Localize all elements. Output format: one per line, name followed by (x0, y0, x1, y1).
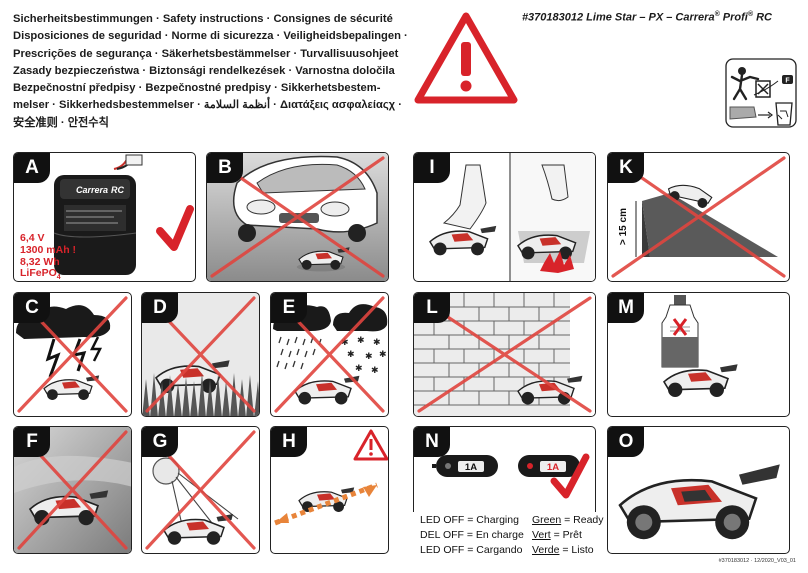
panel-e: E ✱✱✱ ✱✱✱ ✱✱ (270, 292, 389, 417)
panel-k: K > 15 cm (607, 152, 790, 282)
collision-warning-illustration (274, 429, 388, 526)
title-line: Prescrições de segurança · Säkerhetsbest… (13, 47, 399, 60)
charger-label-ready: 1A (547, 462, 559, 473)
charger-illustration: 1A 1A (432, 453, 590, 499)
svg-text:Carrera: Carrera (76, 185, 108, 195)
svg-text:✱: ✱ (371, 366, 379, 376)
panel-d: D (141, 292, 260, 417)
panel-letter: H (271, 427, 307, 457)
svg-text:✱: ✱ (365, 352, 373, 362)
chemical-bottle-illustration (661, 295, 738, 397)
panel-b: B (206, 152, 389, 282)
panel-h: H (270, 426, 389, 554)
svg-text:✱: ✱ (373, 338, 381, 348)
height-label: > 15 cm (618, 208, 629, 245)
panel-letter: O (608, 427, 644, 457)
panel-letter: B (207, 153, 243, 183)
title-line: Disposiciones de seguridad · Norme di si… (13, 30, 408, 43)
panel-letter: I (414, 153, 450, 183)
svg-text:✱: ✱ (355, 364, 363, 374)
charger-label-off: 1A (465, 462, 477, 473)
title-line: Sicherheitsbestimmungen · Safety instruc… (13, 13, 393, 25)
battery-capacity: 1300 mAh ! (20, 243, 77, 256)
safety-title-block: Sicherheitsbestimmungen · Safety instruc… (13, 11, 408, 132)
disposal-icon: F (725, 58, 797, 128)
panel-c: C (13, 292, 132, 417)
rc-car-illustration (618, 464, 780, 540)
warning-triangle-icon (414, 12, 518, 104)
model-title: #370183012 Lime Star – PX – Carrera® Pro… (521, 11, 772, 24)
battery-illustration: Carrera RC (53, 154, 194, 275)
panel-o: O (607, 426, 790, 554)
panel-g: G (141, 426, 260, 554)
panel-letter: G (142, 427, 178, 457)
panel-m: M (607, 292, 790, 417)
panel-letter: L (414, 293, 450, 323)
panel-letter: N (414, 427, 450, 457)
panel-letter: E (271, 293, 307, 323)
panel-letter: K (608, 153, 644, 183)
svg-text:✱: ✱ (347, 350, 355, 360)
panel-letter: A (14, 153, 50, 183)
hand-holding-car-illustration (429, 153, 595, 281)
panel-letter: D (142, 293, 178, 323)
panel-f: F (13, 426, 132, 554)
battery-voltage: 6,4 V (20, 232, 45, 244)
title-line: Bezpečnostní předpisy · Bezpečnostné pre… (13, 82, 381, 95)
panel-i: I (413, 152, 596, 282)
panel-n: N 1A 1A (413, 426, 596, 512)
battery-chemistry: LiFePO4 (20, 267, 61, 282)
svg-text:F: F (785, 78, 790, 85)
panel-letter: C (14, 293, 50, 323)
svg-text:✱: ✱ (379, 350, 387, 360)
footer-code: #370183012 · 12/2020_V03_01 (718, 558, 796, 564)
svg-text:RC: RC (111, 185, 124, 195)
panel-l: L (413, 292, 596, 417)
panel-letter: F (14, 427, 50, 457)
panel-letter: M (608, 293, 644, 323)
title-line: melser · Sikkerhedsbestemmelser · أنظمة … (13, 99, 402, 112)
battery-energy: 8,32 Wh (20, 255, 60, 268)
title-line: Zasady bezpieczeństwa · Biztonsági rende… (13, 64, 395, 77)
panel-a: A Carrera RC 6,4 V 1300 mAh ! 8,32 Wh Li… (13, 152, 196, 282)
title-line: 安全准则 · 안전수칙 (13, 116, 109, 129)
svg-text:✱: ✱ (357, 336, 365, 346)
battery-specs: 6,4 V 1300 mAh ! 8,32 Wh LiFePO4 (20, 232, 77, 282)
svg-text:✱: ✱ (341, 338, 349, 348)
